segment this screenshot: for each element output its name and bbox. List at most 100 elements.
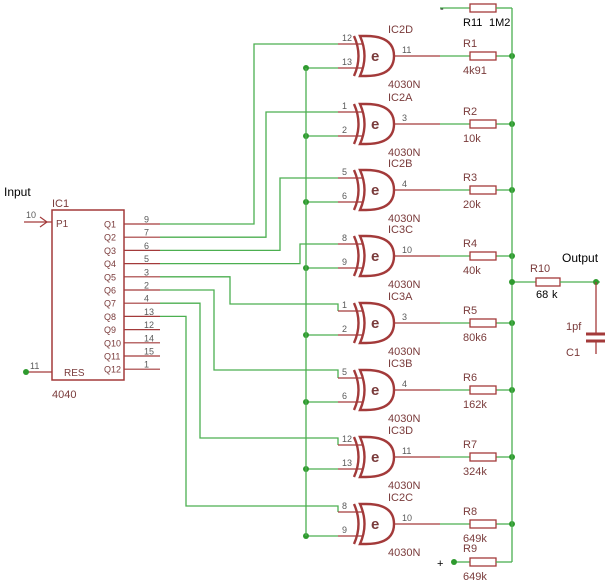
counter-output-name: Q3: [104, 246, 116, 256]
gate-pin-a: 1: [342, 101, 347, 111]
r9-value: 649k: [463, 571, 487, 583]
r10-name: R10: [530, 263, 550, 275]
counter-output-pin-number: 12: [144, 320, 154, 330]
r10-unit: k: [552, 289, 558, 301]
gate-part: 4030N: [388, 480, 420, 492]
counter-output-name: Q1: [104, 220, 116, 230]
gate-part: 4030N: [388, 213, 420, 225]
resistor-value: 10k: [463, 133, 481, 145]
counter-ic-body: [51, 209, 125, 381]
wires: [160, 43, 515, 539]
gate-pin-a: 8: [342, 233, 347, 243]
c1-capacitor: [586, 282, 605, 354]
gate-part: 4030N: [388, 346, 420, 358]
gate-part: 4030N: [388, 279, 420, 291]
gate-pin-out: 4: [402, 179, 407, 189]
gate-pin-out: 3: [402, 312, 407, 322]
gate-name: IC2B: [388, 158, 412, 170]
output-label: Output: [562, 251, 599, 265]
counter-reset-label: RES: [64, 368, 85, 379]
counter-ic-name: IC1: [52, 198, 69, 210]
gate-symbol: e: [371, 182, 379, 199]
counter-output-name: Q9: [104, 325, 116, 335]
r11-name: R11: [463, 17, 482, 29]
gate-pin-out: 11: [402, 45, 411, 55]
resistor-name: R3: [463, 172, 477, 184]
gate-part: 4030N: [388, 413, 420, 425]
gate-pin-a: 8: [342, 501, 347, 511]
counter-output-name: Q7: [104, 299, 116, 309]
counter-output-name: Q5: [104, 272, 116, 282]
gate-pin-b: 13: [342, 458, 352, 468]
counter-clock-label: P1: [56, 219, 69, 230]
counter-ic-part: 4040: [52, 389, 76, 401]
resistor-name: R8: [463, 506, 477, 518]
plus-label: +: [437, 558, 443, 570]
gate-pin-a: 1: [342, 300, 347, 310]
gate-name: IC3C: [388, 224, 413, 236]
resistor-r2: R2 10k: [463, 106, 497, 145]
counter-output-pin-number: 3: [144, 267, 149, 277]
gate-pin-out: 4: [402, 379, 407, 389]
counter-output-pin-number: 13: [144, 307, 154, 317]
resistor-value: 324k: [463, 466, 487, 478]
gate-symbol: e: [371, 116, 379, 133]
counter-output-name: Q11: [104, 352, 120, 362]
resistor-r7: R7 324k: [463, 439, 497, 478]
minus-label: -: [440, 3, 444, 15]
gate-part: 4030N: [388, 147, 420, 159]
resistor-value: 80k6: [463, 332, 487, 344]
gate-name: IC3A: [388, 291, 413, 303]
reset-pin-number: 11: [30, 361, 39, 371]
gate-pin-out: 3: [402, 113, 407, 123]
counter-output-name: Q8: [104, 312, 116, 322]
gate-pin-a: 5: [342, 367, 347, 377]
gate-pin-a: 12: [342, 434, 352, 444]
gate-pin-b: 2: [342, 125, 347, 135]
clock-pin-number: 10: [26, 210, 36, 220]
r10-resistor: [509, 277, 600, 287]
gate-symbol: e: [371, 382, 379, 399]
gate-symbol: e: [371, 248, 379, 265]
gate-pin-b: 13: [342, 57, 352, 67]
gate-symbol: e: [371, 315, 379, 332]
counter-output-pin-number: 2: [144, 281, 149, 291]
c1-value: 1pf: [566, 321, 582, 333]
counter-output-pin-number: 14: [144, 333, 154, 343]
resistor-name: R4: [463, 238, 477, 250]
gate-part: 4030N: [388, 547, 420, 559]
reset-junction: [23, 369, 29, 375]
r9-resistor: [451, 557, 512, 567]
counter-output-pin-number: 1: [144, 360, 149, 370]
gate-pin-out: 10: [402, 245, 412, 255]
resistor-value: 649k: [463, 533, 487, 545]
gate-pin-out: 10: [402, 513, 412, 523]
gate-symbol: e: [371, 516, 379, 533]
resistor-value: 40k: [463, 265, 481, 277]
gate-pin-out: 11: [402, 446, 411, 456]
gate-pin-a: 12: [342, 33, 352, 43]
c1-name: C1: [566, 347, 580, 359]
counter-output-pin-number: 15: [144, 347, 154, 357]
gate-pin-b: 9: [342, 257, 347, 267]
resistor-name: R2: [463, 106, 477, 118]
resistor-r8: R8 649k: [463, 506, 497, 545]
gate-name: IC2A: [388, 92, 413, 104]
gate-symbol: e: [371, 48, 379, 65]
counter-output-pin-number: 5: [144, 254, 149, 264]
gate-name: IC2C: [388, 492, 413, 504]
r9-name: R9: [463, 543, 477, 555]
resistor-name: R7: [463, 439, 477, 451]
resistor-name: R6: [463, 372, 477, 384]
gate-name: IC3B: [388, 358, 412, 370]
resistor-value: 162k: [463, 399, 487, 411]
